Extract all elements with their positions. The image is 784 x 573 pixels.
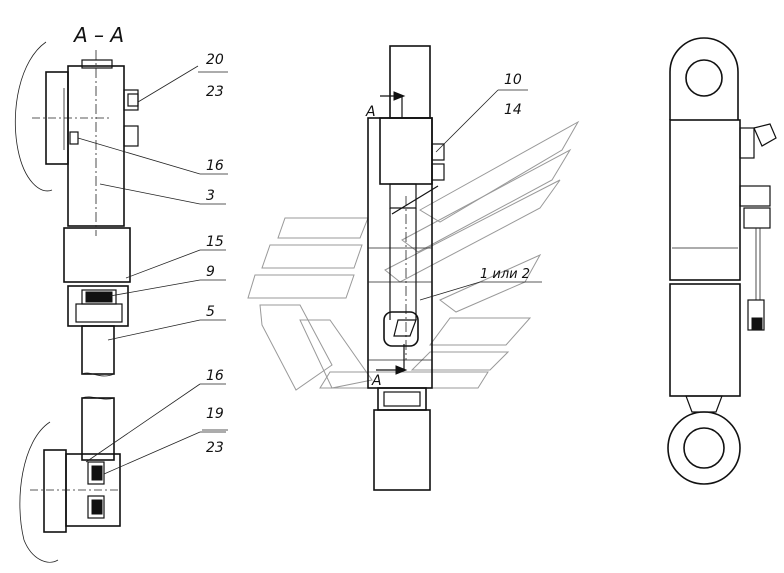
callout-14: 14 bbox=[504, 102, 522, 118]
rod-5 bbox=[81, 325, 115, 375]
rod-lower-middle bbox=[373, 409, 431, 491]
right-rod-housing bbox=[669, 283, 741, 397]
callout-15: 15 bbox=[206, 234, 224, 250]
right-cylinder-body bbox=[669, 119, 741, 281]
watermark-logo bbox=[247, 120, 580, 391]
callout-20: 20 bbox=[206, 52, 224, 68]
callout-3: 3 bbox=[206, 188, 215, 204]
slider-block bbox=[383, 311, 419, 347]
right-view bbox=[667, 37, 777, 485]
callout-16-top: 16 bbox=[206, 158, 224, 174]
callout-9: 9 bbox=[206, 264, 215, 280]
bottom-eye bbox=[667, 411, 741, 485]
callout-19: 19 bbox=[206, 406, 224, 422]
upper-bracket-break bbox=[14, 41, 53, 192]
top-eye bbox=[669, 37, 739, 120]
callout-5: 5 bbox=[206, 304, 215, 320]
cylinder-head bbox=[379, 117, 433, 185]
lower-bracket-break bbox=[19, 421, 59, 563]
section-title: A – A bbox=[72, 23, 124, 47]
section-a-a-view: A – A bbox=[14, 23, 228, 563]
rod-5-lower bbox=[81, 397, 115, 461]
cylinder-cap bbox=[81, 59, 113, 69]
callout-23-bottom: 23 bbox=[206, 440, 224, 456]
callout-1-or-2: 1 или 2 bbox=[480, 267, 530, 282]
middle-view: A A 10 14 1 или 2 bbox=[365, 45, 542, 491]
middle-outer-frame bbox=[367, 117, 433, 389]
fitting-lower bbox=[123, 125, 139, 147]
callout-23-top: 23 bbox=[206, 84, 224, 100]
fitting-20 bbox=[123, 89, 139, 111]
section-marker-top: A bbox=[365, 104, 376, 120]
piston-rod-top bbox=[389, 45, 431, 119]
callout-16-bottom: 16 bbox=[206, 368, 224, 384]
lower-bracket-plate bbox=[43, 449, 67, 533]
callout-10: 10 bbox=[504, 72, 522, 88]
section-marker-bottom: A bbox=[371, 373, 382, 389]
gland-15 bbox=[63, 227, 131, 283]
rod-end-middle bbox=[377, 387, 427, 411]
